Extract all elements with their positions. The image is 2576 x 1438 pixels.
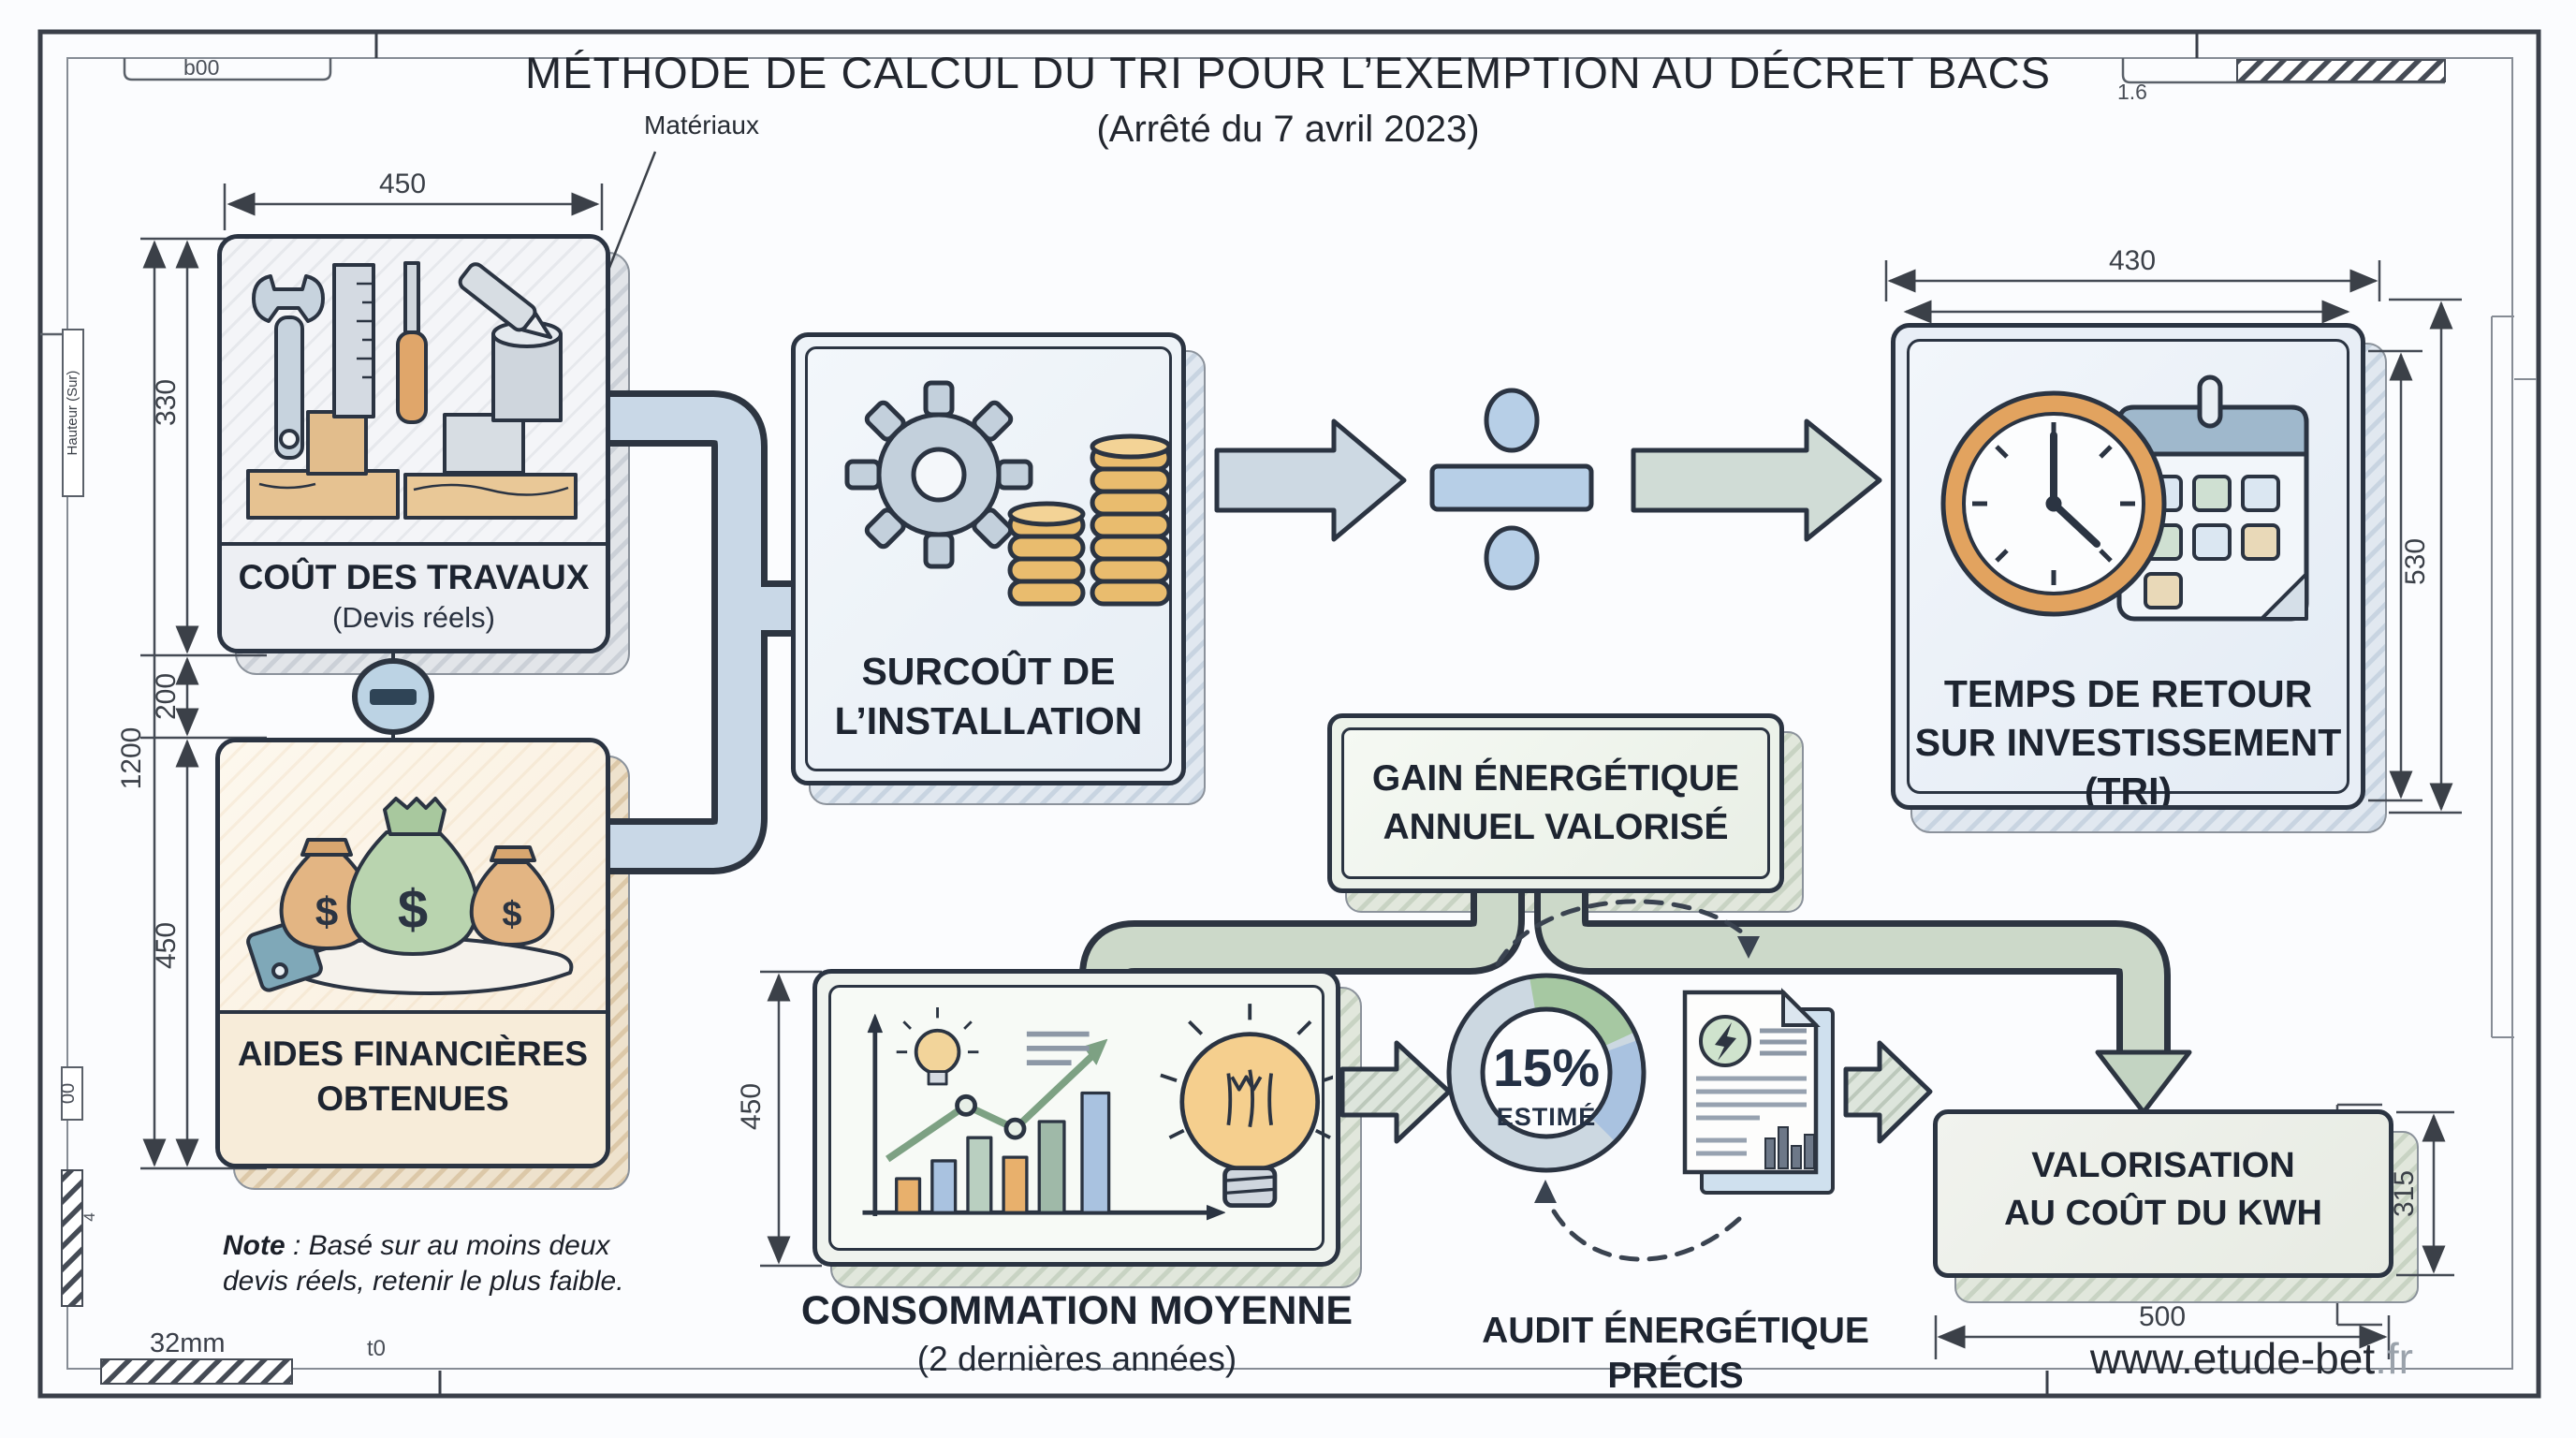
website-tld: .fr <box>2375 1334 2413 1383</box>
surcout-line1: SURCOÛT DE <box>861 650 1116 693</box>
dim-valo <box>1934 1110 2454 1359</box>
note-rest: : Basé sur au moins deux devis réels, re… <box>223 1230 624 1298</box>
estimation-value: 15% <box>1493 1038 1600 1098</box>
side-label: Hauteur (Sur) <box>65 371 80 456</box>
minus-icon <box>352 646 434 744</box>
valorisation-line1: VALORISATION <box>2031 1146 2295 1185</box>
gain-line1: GAIN ÉNERGÉTIQUE <box>1371 758 1740 799</box>
page-subtitle: (Arrêté du 7 avril 2023) <box>1096 109 1480 150</box>
arrow-audit-valorisation <box>1843 1040 1933 1144</box>
mark-top-right: 1.6 <box>2117 80 2147 104</box>
feedback-loop-arrows <box>1495 899 1749 1262</box>
loop-arrowhead-down <box>1737 936 1760 959</box>
arrow-consommation-estimation <box>1339 1040 1452 1144</box>
aides-line2: OBTENUES <box>316 1079 509 1118</box>
arrow-divide-tri <box>1631 418 1882 542</box>
dim-valo-height-label: 315 <box>2389 1170 2420 1217</box>
node-cout-travaux: COÛT DES TRAVAUX (Devis réels) <box>217 234 610 653</box>
dim-cout-width <box>223 183 604 230</box>
dim-cout-height: 330 <box>151 379 182 426</box>
gear-coins-illustration <box>844 380 1172 607</box>
surcout-line2: L’INSTALLATION <box>834 699 1143 742</box>
mark-bottom: t0 <box>367 1336 386 1361</box>
chart-bulb-illustration <box>862 1004 1336 1221</box>
dim-conso <box>760 970 822 1268</box>
dim-gap: 200 <box>151 673 182 720</box>
materiaux-callout: Matériaux <box>644 110 759 139</box>
valorisation-line2: AU COÛT DU KWH <box>2004 1194 2322 1233</box>
dim-tri <box>1884 260 2462 814</box>
blueprint-frame: b00 1.6 Hauteur (Sur) 00 4 32mm t0 <box>37 29 2541 1399</box>
dim-cout-width-label: 450 <box>379 169 426 199</box>
tri-line2: SUR INVESTISSEMENT <box>1914 721 2342 764</box>
mark-top-left: b00 <box>183 55 219 80</box>
clock-calendar-illustration <box>1940 374 2308 622</box>
aides-line1: AIDES FINANCIÈRES <box>237 1034 589 1073</box>
gain-line2: ANNUEL VALORISÉ <box>1383 807 1729 847</box>
arrow-surcout-divide <box>1214 418 1407 542</box>
tri-line3: (TRI) <box>2084 770 2173 810</box>
tri-line1: TEMPS DE RETOUR <box>1943 672 2313 715</box>
estimation-caption: ESTIMÉ <box>1497 1102 1597 1131</box>
estimation-donut: 15% ESTIMÉ <box>1446 973 1647 1173</box>
node-aides-financieres: $ $ $ AIDES FINANCIÈRES OBTENUES <box>215 738 610 1168</box>
node-valorisation: VALORISATION AU COÛT DU KWH <box>1933 1109 2393 1278</box>
dim-32mm: 32mm <box>150 1328 226 1358</box>
cout-subtitle: (Devis réels) <box>332 601 495 634</box>
audit-caption: AUDIT ÉNERGÉTIQUE PRÉCIS <box>1442 1311 1910 1397</box>
svg-text:$: $ <box>315 889 338 935</box>
node-tri: TEMPS DE RETOUR SUR INVESTISSEMENT (TRI) <box>1891 323 2365 810</box>
consommation-line1: CONSOMMATION MOYENNE <box>800 1288 1354 1333</box>
money-bags-illustration: $ $ $ <box>220 742 606 1016</box>
dim-valo-width-label: 500 <box>2139 1301 2186 1332</box>
consommation-caption: CONSOMMATION MOYENNE (2 dernières années… <box>775 1288 1379 1379</box>
pipe-gain-vers-valorisation <box>1534 880 2192 1115</box>
consommation-line2: (2 dernières années) <box>916 1340 1237 1378</box>
dim-tri-width-label: 430 <box>2109 245 2156 276</box>
node-consommation <box>812 969 1340 1267</box>
svg-text:$: $ <box>398 879 428 940</box>
website-main: www.etude-bet <box>2089 1334 2376 1383</box>
svg-text:$: $ <box>502 895 521 934</box>
website-url: www.etude-bet.fr <box>1919 1333 2499 1384</box>
pipe-gain-vers-consommation <box>1079 880 1525 1003</box>
tools-illustration <box>222 239 606 548</box>
audit-line1: AUDIT ÉNERGÉTIQUE <box>1482 1311 1869 1351</box>
dim-tri-height-label: 530 <box>2400 538 2431 585</box>
audit-line2: PRÉCIS <box>1607 1356 1744 1396</box>
loop-arrowhead-up <box>1534 1180 1557 1203</box>
note-text: Note : Basé sur au moins deux devis réel… <box>223 1228 681 1300</box>
dim-aides-height: 450 <box>151 922 182 969</box>
dim-conso-label: 450 <box>736 1083 767 1130</box>
dim-total-height: 1200 <box>116 727 147 790</box>
node-surcout: SURCOÛT DE L’INSTALLATION <box>791 332 1186 785</box>
dim-left-stack <box>140 237 267 1170</box>
page-title: MÉTHODE DE CALCUL DU TRI POUR L’EXEMPTIO… <box>525 48 2051 97</box>
divide-icon <box>1429 388 1594 591</box>
node-gain-energetique: GAIN ÉNERGÉTIQUE ANNUEL VALORISÉ <box>1327 713 1784 893</box>
cout-title: COÛT DES TRAVAUX <box>238 558 590 596</box>
mark-left-small: 4 <box>80 1212 98 1221</box>
audit-document-icon <box>1682 988 1835 1195</box>
mark-left-tab: 00 <box>58 1083 79 1104</box>
note-prefix: Note <box>223 1230 285 1261</box>
